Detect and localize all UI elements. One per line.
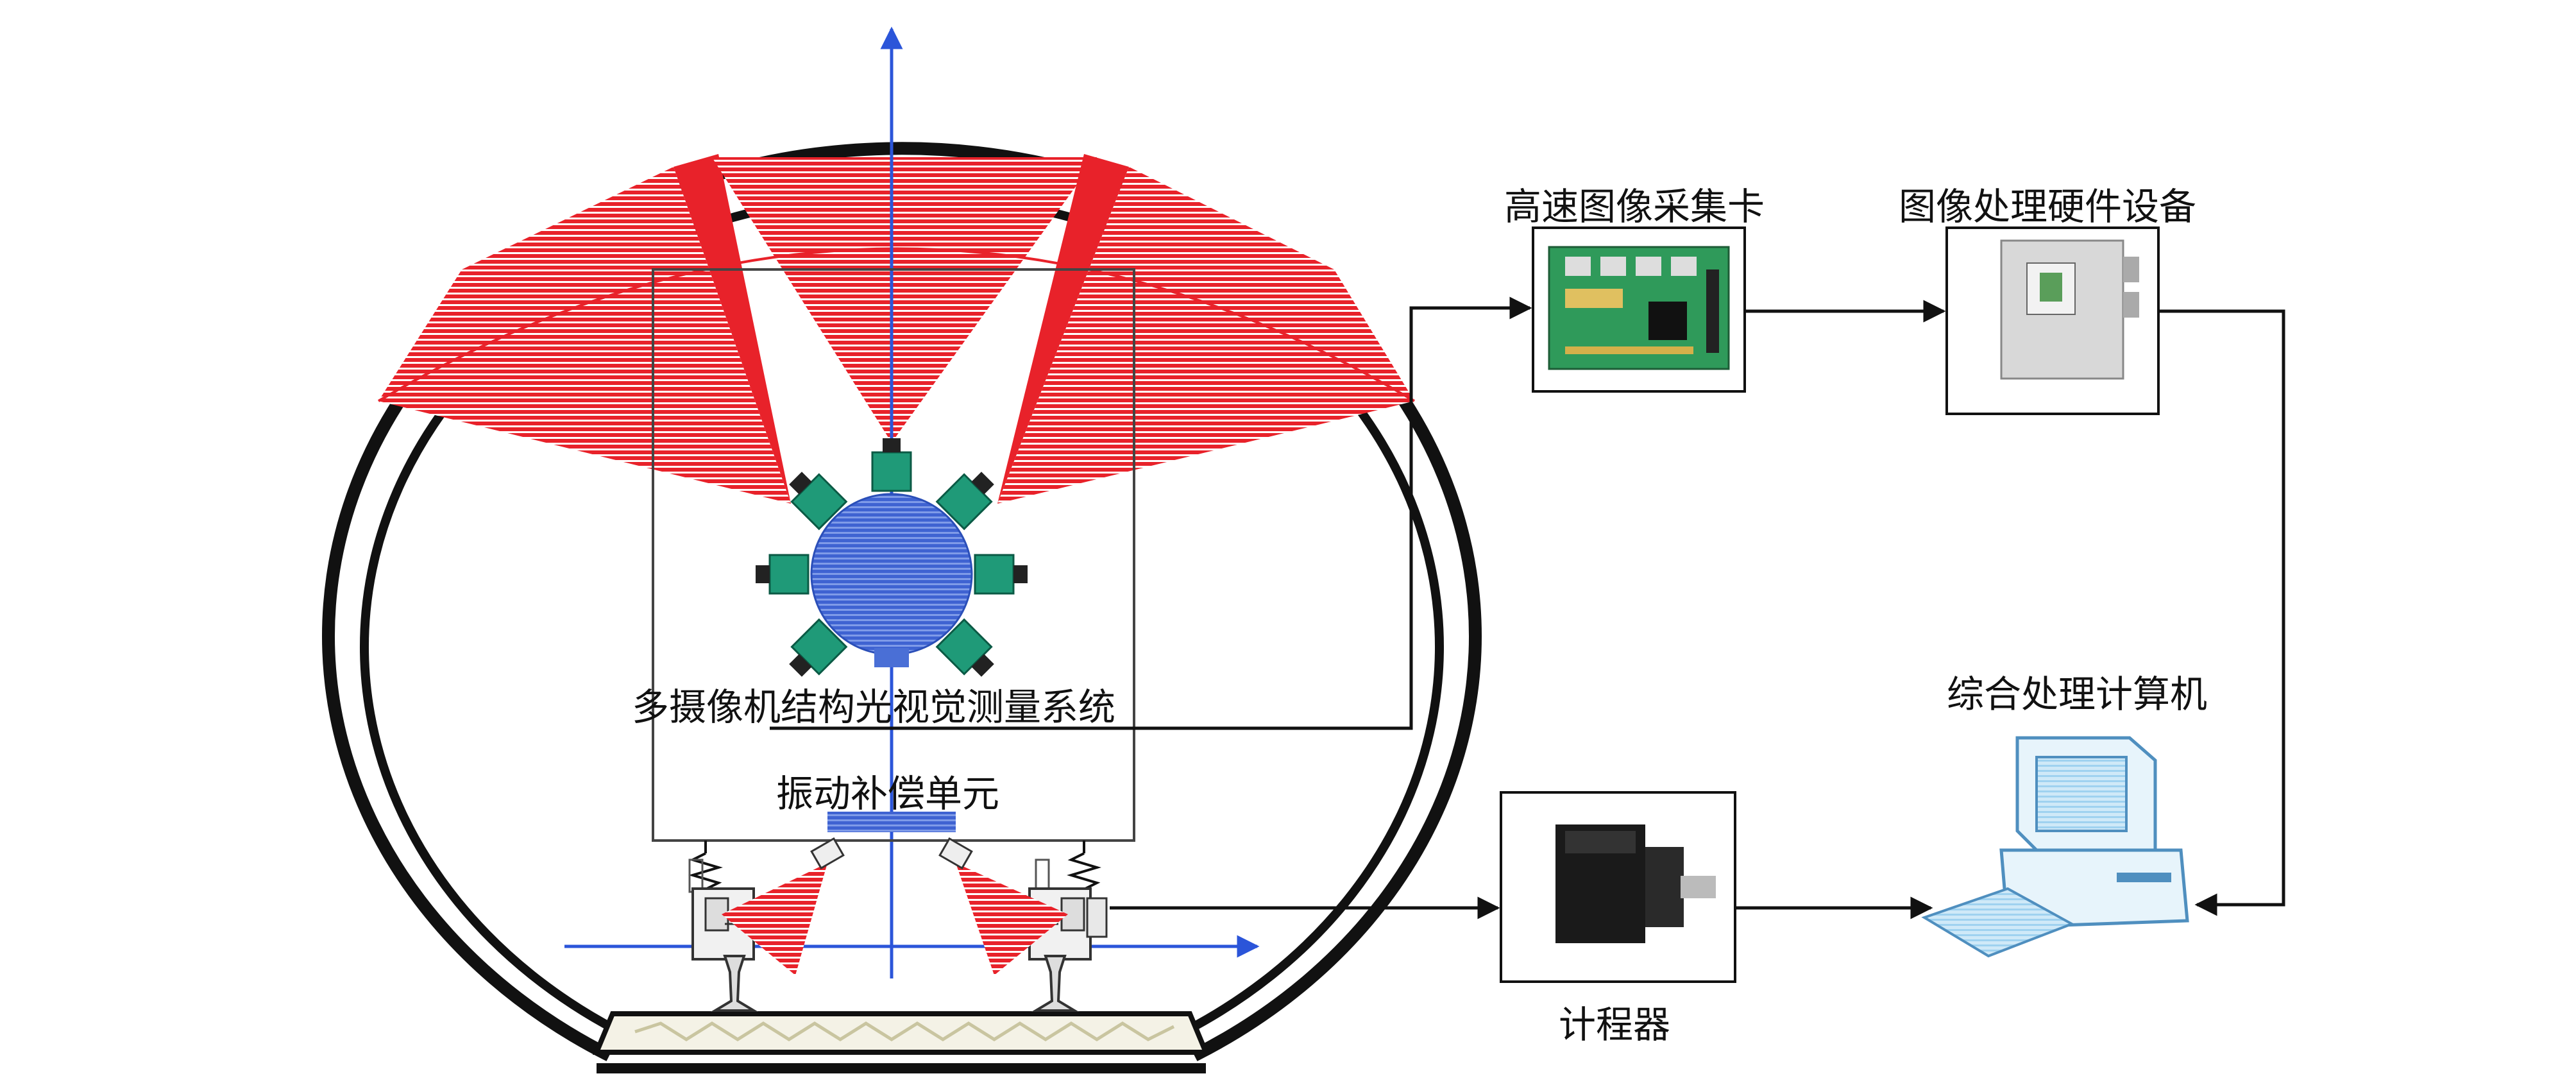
odometer-box: [1500, 791, 1736, 983]
camera-upper-right: [935, 472, 994, 531]
laser-fans-lower: [722, 837, 1068, 975]
camera-top: [871, 438, 912, 492]
connectors: [770, 296, 2285, 919]
vehicle-frame: [652, 268, 1135, 842]
sensor-hub: [810, 493, 973, 667]
label-measurement-system: 多摄像机结构光视觉测量系统: [632, 685, 1116, 729]
servo-motor-icon: [1555, 824, 1716, 943]
camera-right: [974, 554, 1028, 595]
suspension-right: [1026, 841, 1108, 961]
camera-lower-right: [935, 618, 994, 677]
camera-array: [756, 438, 1028, 677]
circuit-board-icon: [1548, 246, 1730, 370]
camera-left: [756, 554, 809, 595]
label-odometer: 计程器: [1559, 1003, 1671, 1046]
suspension-left: [688, 841, 757, 961]
rails: [710, 955, 1080, 1012]
camera-upper-left: [789, 472, 848, 531]
laser-fans-upper: [377, 154, 1416, 504]
track-bed: [593, 1011, 1210, 1073]
vibration-compensation-bar: [827, 812, 956, 832]
label-vibration-unit: 振动补偿单元: [776, 772, 1000, 816]
hardware-box-icon: [2000, 239, 2139, 380]
camera-lower-left: [789, 618, 848, 677]
processing-hardware-box: [1945, 226, 2160, 415]
label-computer: 综合处理计算机: [1947, 672, 2208, 716]
label-processing-hardware: 图像处理硬件设备: [1899, 185, 2197, 228]
label-capture-card: 高速图像采集卡: [1504, 185, 1765, 228]
capture-card-box: [1532, 226, 1746, 393]
desktop-computer-icon: [1921, 736, 2189, 958]
